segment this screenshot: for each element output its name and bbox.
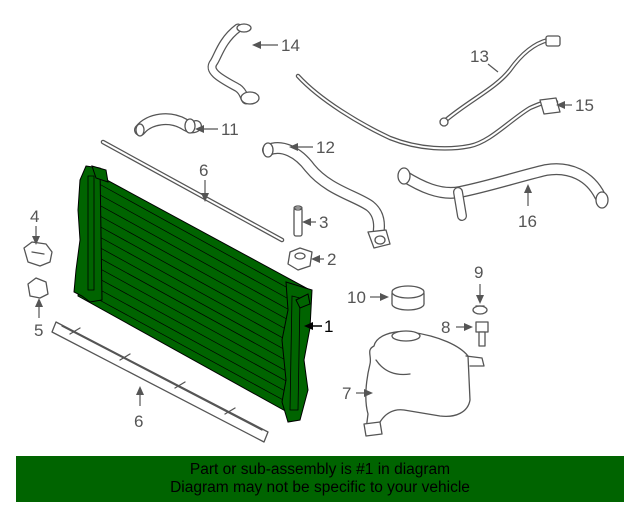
- part-12-hose[interactable]: [262, 142, 391, 249]
- part-6-upper-rod[interactable]: [100, 139, 285, 243]
- callout-label-10: 10: [347, 288, 366, 307]
- callout-3: 3: [302, 213, 328, 232]
- callout-15: 15: [556, 96, 594, 115]
- info-banner: Part or sub-assembly is #1 in diagram Di…: [16, 456, 624, 502]
- banner-line-1: Part or sub-assembly is #1 in diagram: [189, 461, 451, 478]
- callout-8: 8: [441, 318, 473, 337]
- part-2-mount[interactable]: [287, 247, 313, 271]
- callout-11: 11: [195, 120, 239, 139]
- part-8-bolt[interactable]: [475, 321, 489, 347]
- callout-label-8: 8: [441, 318, 450, 337]
- callout-label-9: 9: [474, 263, 483, 282]
- callout-label-16: 16: [518, 212, 537, 231]
- callout-9: 9: [474, 263, 484, 304]
- callout-label-15: 15: [575, 96, 594, 115]
- callout-16: 16: [518, 184, 537, 231]
- callout-label-6b: 6: [134, 412, 143, 431]
- callout-label-14: 14: [281, 36, 300, 55]
- callout-12: 12: [289, 138, 335, 157]
- part-10-cap[interactable]: [391, 285, 425, 311]
- callout-7: 7: [342, 384, 373, 403]
- callout-label-5: 5: [34, 321, 43, 340]
- callout-4: 4: [30, 207, 40, 245]
- callout-label-1: 1: [324, 317, 333, 336]
- callout-6-lower: 6: [134, 386, 144, 431]
- callout-1: 1: [304, 317, 333, 336]
- callout-label-13: 13: [470, 47, 489, 66]
- callout-label-6a: 6: [199, 161, 208, 180]
- callout-label-11: 11: [221, 120, 239, 139]
- callout-6-upper: 6: [199, 161, 209, 202]
- callout-14: 14: [252, 36, 300, 55]
- callout-2: 2: [311, 250, 336, 269]
- callout-label-12: 12: [316, 138, 335, 157]
- part-14-hose[interactable]: [207, 23, 260, 105]
- callout-label-2: 2: [327, 250, 336, 269]
- part-3-pin[interactable]: [293, 205, 303, 237]
- banner-line-2: Diagram may not be specific to your vehi…: [170, 479, 470, 496]
- callout-10: 10: [347, 288, 389, 307]
- callout-label-4: 4: [30, 207, 39, 226]
- callout-label-7: 7: [342, 384, 351, 403]
- part-11-hose[interactable]: [134, 113, 202, 137]
- part-16-hose[interactable]: [397, 163, 609, 221]
- part-6-lower-air-guide[interactable]: [51, 321, 269, 443]
- callout-13: 13: [470, 47, 499, 73]
- part-13-line[interactable]: [295, 35, 561, 151]
- part-9-clip[interactable]: [472, 305, 488, 315]
- part-15-connector[interactable]: [539, 97, 561, 115]
- part-5-bracket[interactable]: [27, 277, 49, 299]
- parts-diagram: 14 13 15 11 12 6 16 3: [23, 23, 609, 443]
- part-4-bracket[interactable]: [23, 241, 53, 267]
- callout-label-3: 3: [319, 213, 328, 232]
- part-1-radiator[interactable]: [73, 165, 313, 423]
- part-7-expansion-tank[interactable]: [363, 330, 485, 437]
- callout-5: 5: [34, 298, 43, 340]
